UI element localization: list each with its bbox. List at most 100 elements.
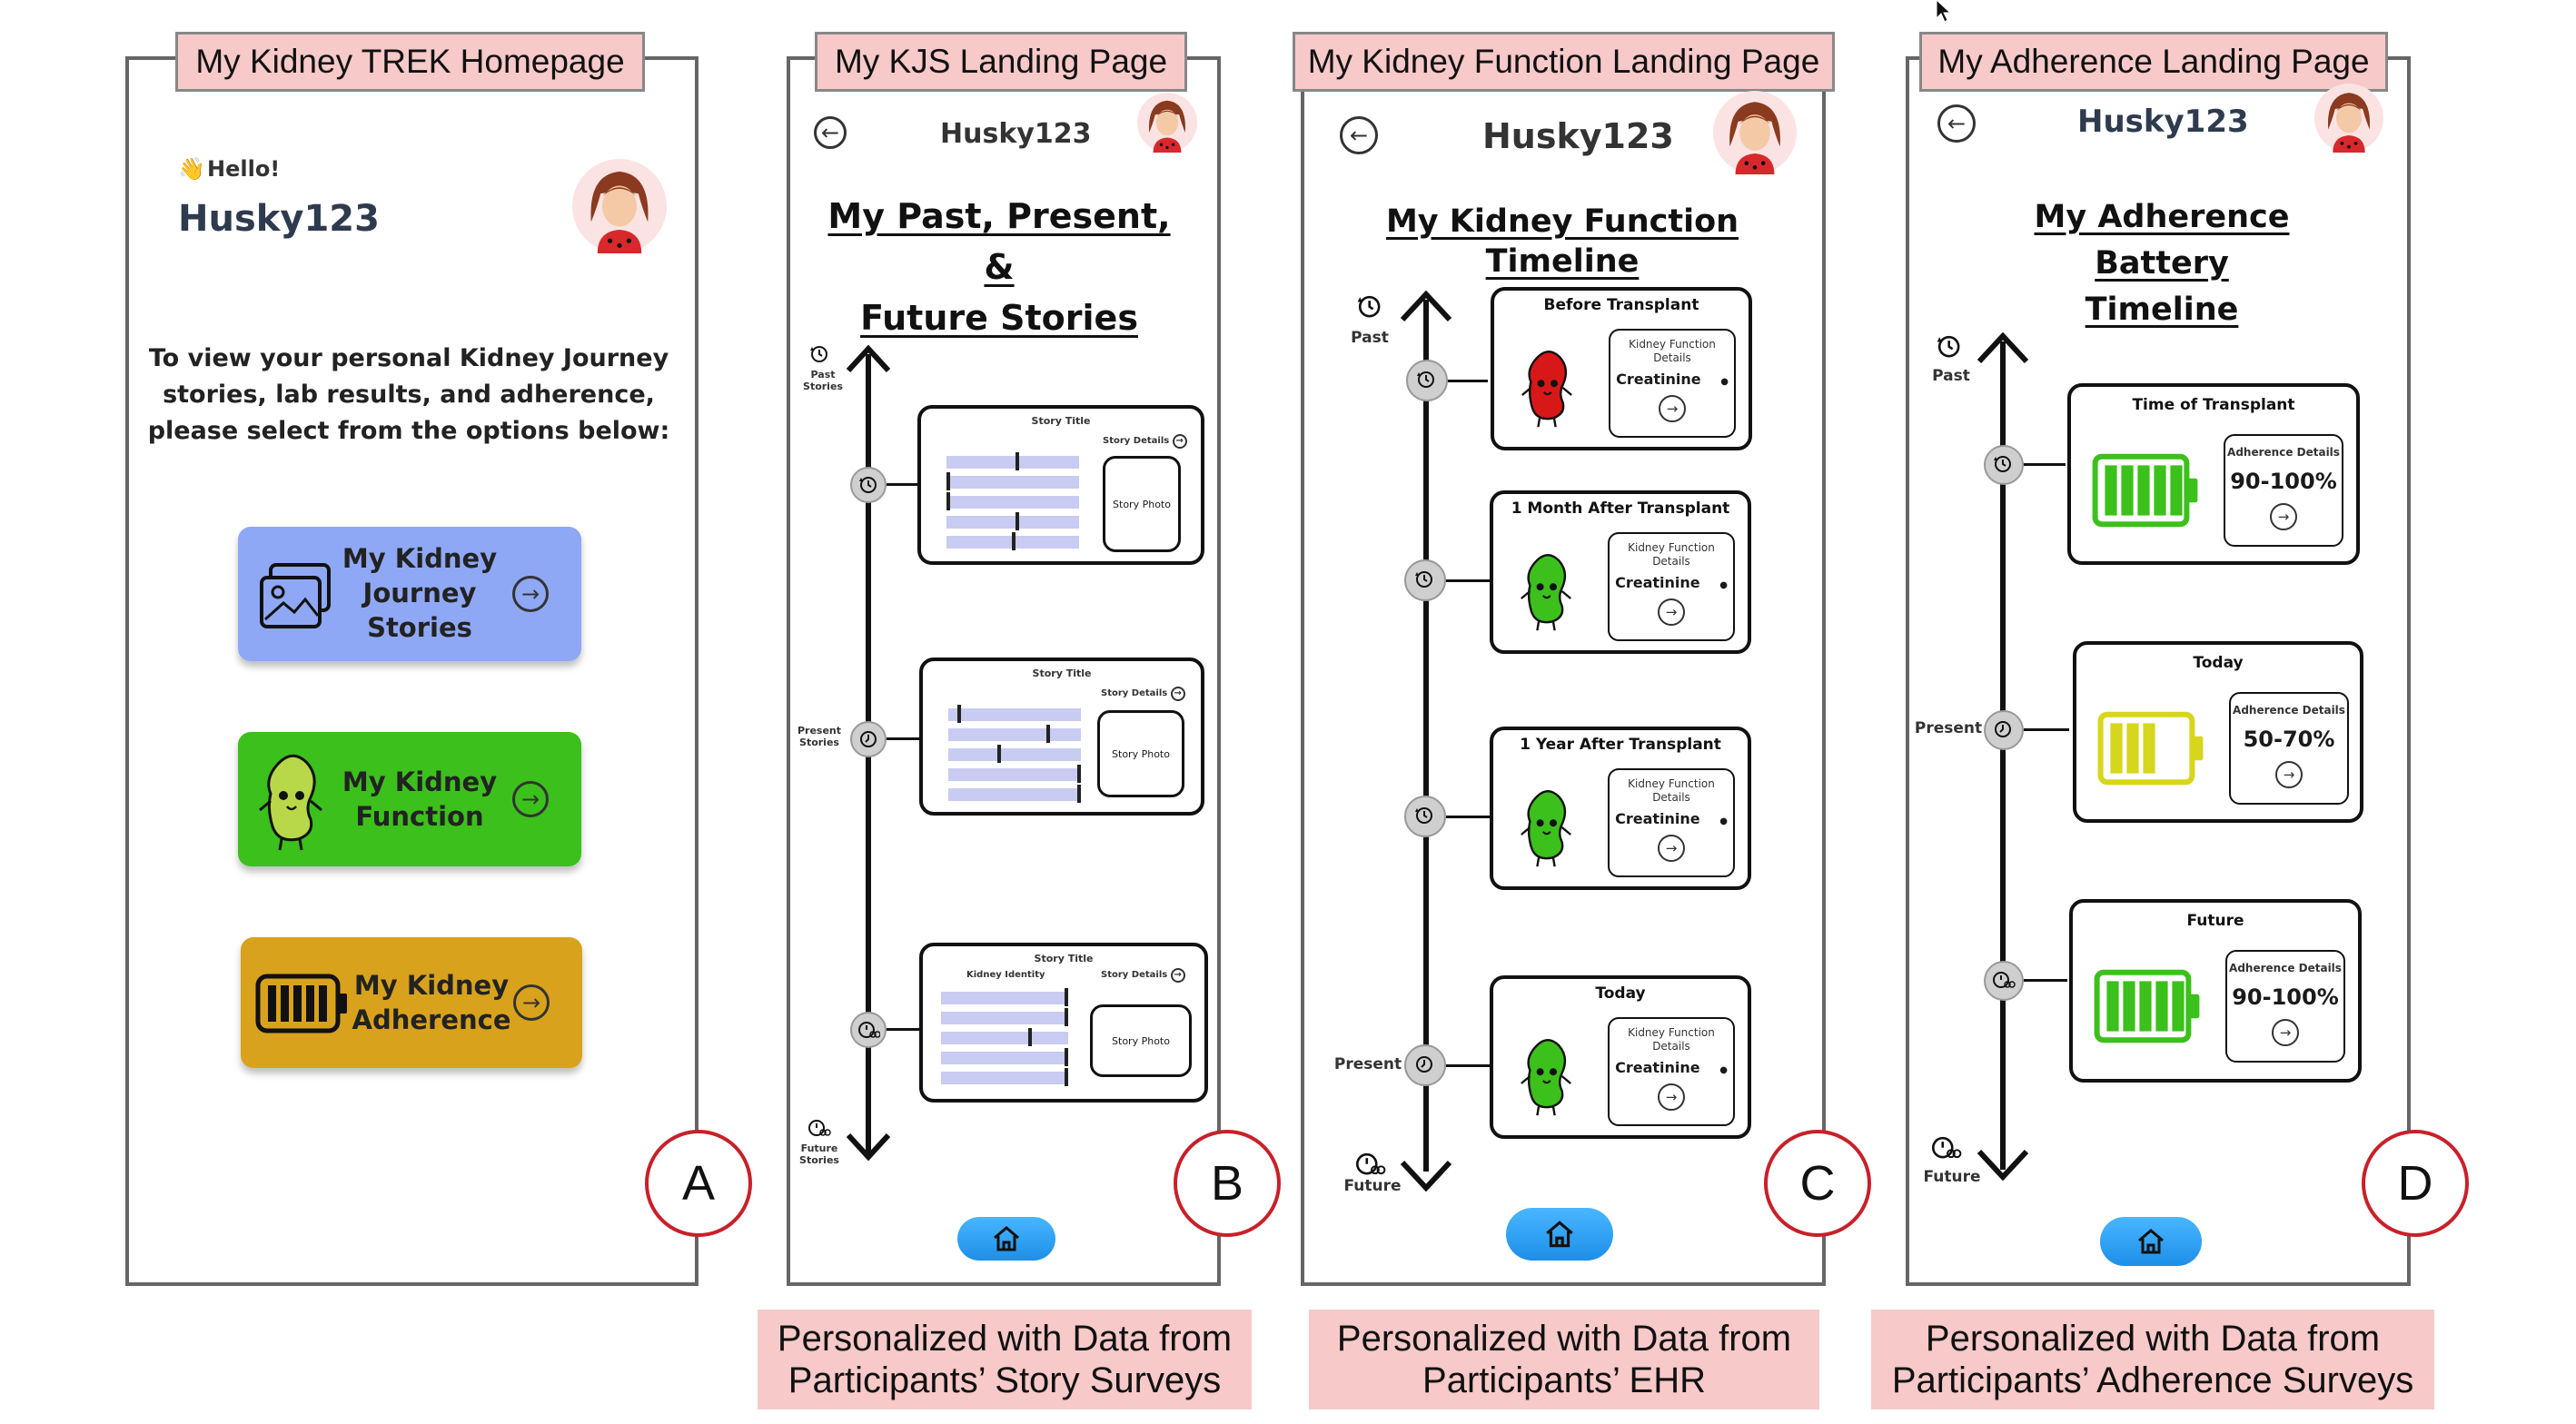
- connector: [887, 483, 917, 486]
- adherence-details-button[interactable]: Adherence Details 50-70% →: [2229, 692, 2349, 805]
- details-label: Kidney Function Details: [1610, 541, 1733, 569]
- text-line-placeholder: [946, 496, 1079, 509]
- arrow-right-icon: →: [1659, 395, 1686, 422]
- connector: [2024, 463, 2066, 466]
- details-text: Story Details: [1103, 436, 1170, 446]
- mouse-cursor-icon: [1935, 0, 1957, 29]
- kidney-journey-stories-button[interactable]: My Kidney Journey Stories →: [238, 527, 581, 661]
- story-photo-placeholder: Story Photo: [1103, 456, 1181, 552]
- kidney-function-card[interactable]: 1 Year After Transplant Kidney Function …: [1490, 727, 1751, 890]
- details-text: Story Details: [1101, 970, 1168, 980]
- slider-tick: [1065, 1008, 1068, 1026]
- home-button[interactable]: [957, 1217, 1055, 1261]
- card-title: Today: [2193, 654, 2244, 672]
- kidney-function-details-button[interactable]: Kidney Function Details Creatinine ● →: [1608, 768, 1735, 877]
- waving-hand-icon: 👋: [178, 156, 205, 182]
- timeline-node-past[interactable]: [1404, 559, 1446, 601]
- adherence-details-button[interactable]: Adherence Details 90-100% →: [2225, 950, 2345, 1063]
- story-details-link[interactable]: Story Details →: [1101, 687, 1185, 701]
- slider-tick: [957, 705, 961, 723]
- timeline-node-future[interactable]: [850, 1012, 887, 1048]
- text-line-placeholder: [948, 768, 1081, 781]
- adherence-card[interactable]: Today Adherence Details 50-70% →: [2073, 641, 2363, 823]
- label-line: Past: [810, 369, 836, 381]
- details-label: Kidney Function Details: [1610, 338, 1734, 365]
- story-details-link[interactable]: Story Details →: [1103, 434, 1187, 449]
- kidney-journey-label: My Kidney Journey Stories: [329, 541, 510, 645]
- slider-tick: [1016, 512, 1019, 530]
- story-details-link[interactable]: Story Details →: [1101, 968, 1185, 983]
- kidney-bean-icon: [1517, 1026, 1575, 1126]
- homepage-phone-frame: [125, 56, 698, 1286]
- timeline-node-present[interactable]: [1984, 710, 2024, 750]
- timeline-node-future[interactable]: [1984, 961, 2024, 1001]
- back-arrow-icon[interactable]: ←: [1340, 116, 1378, 154]
- slider-tick: [1016, 452, 1019, 470]
- adherence-card[interactable]: Time of Transplant Adherence Details 90-…: [2067, 383, 2360, 565]
- homepage-screen-title: My Kidney TREK Homepage: [175, 32, 645, 92]
- adherence-details-button[interactable]: Adherence Details 90-100% →: [2224, 434, 2343, 547]
- back-arrow-icon[interactable]: ←: [814, 116, 847, 149]
- kidney-function-button[interactable]: My Kidney Function →: [238, 732, 581, 866]
- metric-label: Creatinine ●: [1610, 371, 1734, 388]
- slider-tick: [1065, 1068, 1068, 1086]
- kidney-function-card[interactable]: 1 Month After Transplant Kidney Function…: [1490, 490, 1751, 654]
- timeline-node-present[interactable]: [1404, 1044, 1446, 1086]
- timeline-node-past[interactable]: [1406, 360, 1448, 401]
- slider-tick: [1065, 1048, 1068, 1066]
- story-photo-placeholder: Story Photo: [1097, 710, 1184, 797]
- avatar[interactable]: [1713, 91, 1797, 174]
- timeline-node-past[interactable]: [1404, 796, 1446, 837]
- connector: [887, 1028, 919, 1031]
- avatar[interactable]: [572, 159, 667, 253]
- timeline-axis: [1423, 300, 1429, 1172]
- connector: [2024, 728, 2069, 731]
- heading-line: My Past, Present, &: [827, 196, 1171, 287]
- connector: [887, 737, 919, 740]
- kidney-function-details-button[interactable]: Kidney Function Details Creatinine ● →: [1608, 532, 1735, 641]
- details-label: Adherence Details: [2227, 446, 2340, 459]
- button-label-line: Function: [355, 801, 484, 832]
- slider-tick: [1077, 765, 1081, 783]
- kjs-caption: Personalized with Data from Participants…: [758, 1310, 1252, 1409]
- slider-tick: [997, 745, 1001, 763]
- details-line: Kidney Function: [1628, 777, 1715, 790]
- timeline-node-present[interactable]: [850, 721, 887, 757]
- kidney-function-card[interactable]: Before Transplant Kidney Function Detail…: [1491, 287, 1752, 450]
- back-arrow-icon[interactable]: ←: [1937, 104, 1976, 143]
- battery-segment: [2172, 981, 2185, 1032]
- story-card[interactable]: Story Title Kidney Identity Story Detail…: [919, 943, 1208, 1103]
- future-clock-icon: [807, 1117, 834, 1144]
- present-stories-label: Present Stories: [792, 725, 847, 748]
- timeline-node-past[interactable]: [850, 467, 887, 503]
- kidney-function-card[interactable]: Today Kidney Function Details Creatinine…: [1490, 975, 1751, 1139]
- arrow-right-icon: →: [1658, 598, 1685, 626]
- battery-icon: [255, 974, 350, 1037]
- timeline-node-past[interactable]: [1984, 445, 2024, 485]
- button-label-line: Adherence: [352, 1004, 511, 1035]
- home-icon: [994, 1226, 1019, 1251]
- story-card[interactable]: Story Title Story Details → Story Photo: [917, 405, 1204, 565]
- dot-icon: ●: [1720, 377, 1729, 387]
- past-clock-icon: [1355, 292, 1386, 327]
- kidney-function-details-button[interactable]: Kidney Function Details Creatinine ● →: [1609, 329, 1736, 438]
- battery-segment: [2121, 465, 2134, 516]
- battery-segment: [2155, 981, 2168, 1032]
- story-card[interactable]: Story Title Story Details → Story Photo: [919, 658, 1204, 816]
- kidney-function-details-button[interactable]: Kidney Function Details Creatinine ● →: [1608, 1017, 1735, 1126]
- caption-line: Participants’ Adherence Surveys: [1891, 1360, 2414, 1400]
- kidney-adherence-button[interactable]: My Kidney Adherence →: [241, 937, 582, 1068]
- adherence-card[interactable]: Future Adherence Details 90-100% →: [2069, 899, 2362, 1083]
- home-button[interactable]: [2100, 1217, 2202, 1266]
- battery-segment: [2139, 981, 2152, 1032]
- avatar[interactable]: [2314, 84, 2383, 153]
- home-button[interactable]: [1506, 1208, 1613, 1261]
- slider-tick: [946, 492, 950, 510]
- avatar[interactable]: [1137, 93, 1197, 153]
- label-line: Stories: [799, 737, 839, 748]
- text-line-placeholder: [946, 476, 1079, 489]
- text-line-placeholder: [948, 788, 1081, 801]
- battery-icon: [2091, 452, 2202, 532]
- connector: [1446, 816, 1490, 818]
- kjs-heading: My Past, Present, & Future Stories: [817, 191, 1181, 343]
